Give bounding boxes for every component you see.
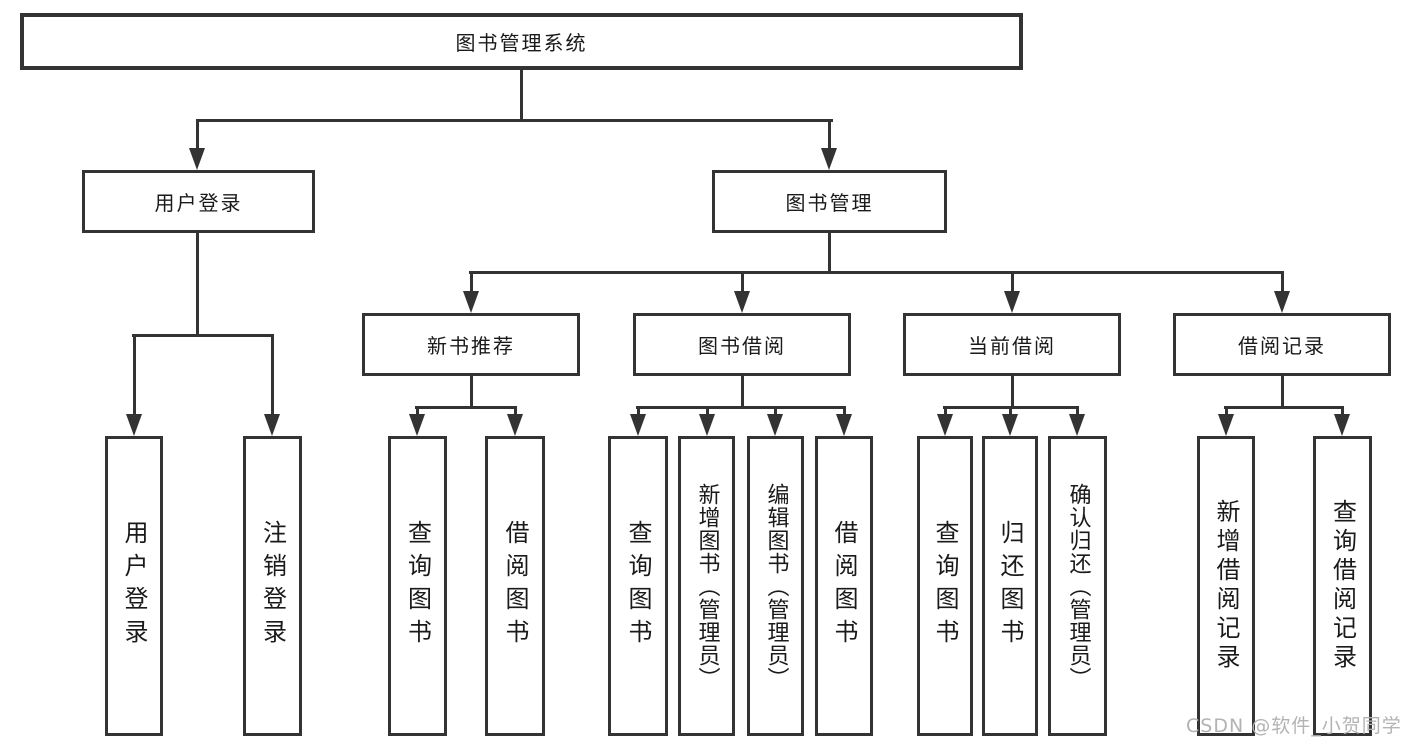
connector-arrow-shaft	[828, 119, 831, 152]
connector-arrow-shaft	[1011, 271, 1014, 294]
leaf-borrow-edit-book-admin: 编辑图书（管理员）	[747, 436, 804, 736]
leaf-current-return-book: 归还图书	[982, 436, 1038, 736]
node-book-borrow-label: 图书借阅	[698, 334, 786, 358]
leaf-current-query-book: 查询图书	[917, 436, 973, 736]
leaf-record-query-borrow-record-label: 查询借阅记录	[1328, 499, 1357, 673]
connector-bookborrow-trunk	[741, 376, 744, 408]
connector-arrow-shaft	[774, 406, 777, 416]
arrow-down-icon	[836, 414, 852, 436]
connector-arrow-shaft	[1009, 406, 1012, 416]
connector-bookborrow-hbar	[636, 406, 846, 409]
arrow-down-icon	[1334, 414, 1350, 436]
arrow-down-icon	[1274, 291, 1290, 313]
connector-arrow-shaft	[1341, 406, 1344, 416]
leaf-borrow-edit-book-admin-label: 编辑图书（管理员）	[763, 482, 789, 690]
node-book-management-label: 图书管理	[785, 191, 874, 215]
arrow-down-icon	[734, 291, 750, 313]
watermark: CSDN @软件_小贺同学	[1186, 715, 1402, 737]
leaf-current-confirm-return-admin: 确认归还（管理员）	[1048, 436, 1107, 736]
leaf-current-return-book-label: 归还图书	[996, 520, 1024, 652]
connector-arrow-shaft	[416, 406, 419, 416]
connector-borrowrecord-hbar	[1224, 406, 1344, 409]
leaf-borrow-add-book-admin-label: 新增图书（管理员）	[694, 482, 720, 690]
connector-currentborrow-trunk	[1011, 376, 1014, 408]
leaf-newbook-borrow-book: 借阅图书	[485, 436, 545, 736]
connector-arrow-shaft	[706, 406, 709, 416]
arrow-down-icon	[126, 414, 142, 436]
connector-arrow-shaft	[1281, 271, 1284, 294]
node-new-book-recommend-label: 新书推荐	[427, 334, 515, 358]
arrow-down-icon	[1002, 414, 1018, 436]
connector-root-trunk	[520, 70, 523, 121]
leaf-user-login-label: 用户登录	[120, 520, 148, 652]
node-user-login-label: 用户登录	[154, 191, 243, 215]
leaf-newbook-query-book-label: 查询图书	[403, 520, 432, 652]
arrow-down-icon	[507, 414, 523, 436]
connector-arrow-shaft	[1225, 406, 1228, 416]
connector-arrow-shaft	[944, 406, 947, 416]
connector-arrow-shaft	[514, 406, 517, 416]
connector-arrow-shaft	[271, 334, 274, 416]
connector-bookmgmt-trunk	[828, 233, 831, 273]
arrow-down-icon	[189, 148, 205, 170]
connector-bookmgmt-hbar	[469, 271, 1284, 274]
leaf-logout: 注销登录	[243, 436, 302, 736]
connector-arrow-shaft	[843, 406, 846, 416]
leaf-borrow-add-book-admin: 新增图书（管理员）	[678, 436, 735, 736]
connector-userlogin-hbar	[132, 334, 274, 337]
leaf-current-query-book-label: 查询图书	[931, 520, 959, 652]
leaf-user-login: 用户登录	[105, 436, 163, 736]
arrow-down-icon	[699, 414, 715, 436]
leaf-current-confirm-return-admin-label: 确认归还（管理员）	[1065, 482, 1091, 690]
connector-arrow-shaft	[637, 406, 640, 416]
leaf-borrow-borrow-book: 借阅图书	[815, 436, 873, 736]
arrow-down-icon	[264, 414, 280, 436]
connector-borrowrecord-trunk	[1281, 376, 1284, 408]
connector-arrow-shaft	[470, 271, 473, 294]
arrow-down-icon	[463, 291, 479, 313]
arrow-down-icon	[1218, 414, 1234, 436]
node-system-root: 图书管理系统	[20, 13, 1023, 70]
node-user-login: 用户登录	[82, 170, 315, 233]
leaf-borrow-query-book-label: 查询图书	[624, 520, 652, 652]
node-current-borrow: 当前借阅	[903, 313, 1121, 376]
connector-newbook-trunk	[470, 376, 473, 408]
leaf-borrow-borrow-book-label: 借阅图书	[830, 520, 858, 652]
node-system-root-label: 图书管理系统	[455, 31, 588, 55]
arrow-down-icon	[937, 414, 953, 436]
node-book-management: 图书管理	[712, 170, 947, 233]
connector-userlogin-trunk	[196, 233, 199, 336]
connector-arrow-shaft	[196, 119, 199, 152]
arrow-down-icon	[409, 414, 425, 436]
node-current-borrow-label: 当前借阅	[968, 334, 1056, 358]
arrow-down-icon	[1004, 291, 1020, 313]
connector-arrow-shaft	[741, 271, 744, 294]
connector-arrow-shaft	[1076, 406, 1079, 416]
connector-arrow-shaft	[133, 334, 136, 416]
leaf-borrow-query-book: 查询图书	[608, 436, 668, 736]
node-book-borrow: 图书借阅	[633, 313, 851, 376]
connector-newbook-hbar	[415, 406, 517, 409]
leaf-logout-label: 注销登录	[258, 520, 287, 652]
node-borrow-record: 借阅记录	[1173, 313, 1391, 376]
arrow-down-icon	[1069, 414, 1085, 436]
leaf-newbook-query-book: 查询图书	[388, 436, 447, 736]
node-borrow-record-label: 借阅记录	[1238, 334, 1326, 358]
node-new-book-recommend: 新书推荐	[362, 313, 580, 376]
leaf-record-query-borrow-record: 查询借阅记录	[1313, 436, 1372, 736]
arrow-down-icon	[821, 148, 837, 170]
arrow-down-icon	[767, 414, 783, 436]
arrow-down-icon	[630, 414, 646, 436]
leaf-newbook-borrow-book-label: 借阅图书	[501, 520, 529, 652]
leaf-record-add-borrow-record-label: 新增借阅记录	[1212, 499, 1240, 673]
connector-root-hbar	[196, 119, 833, 122]
leaf-record-add-borrow-record: 新增借阅记录	[1197, 436, 1255, 736]
